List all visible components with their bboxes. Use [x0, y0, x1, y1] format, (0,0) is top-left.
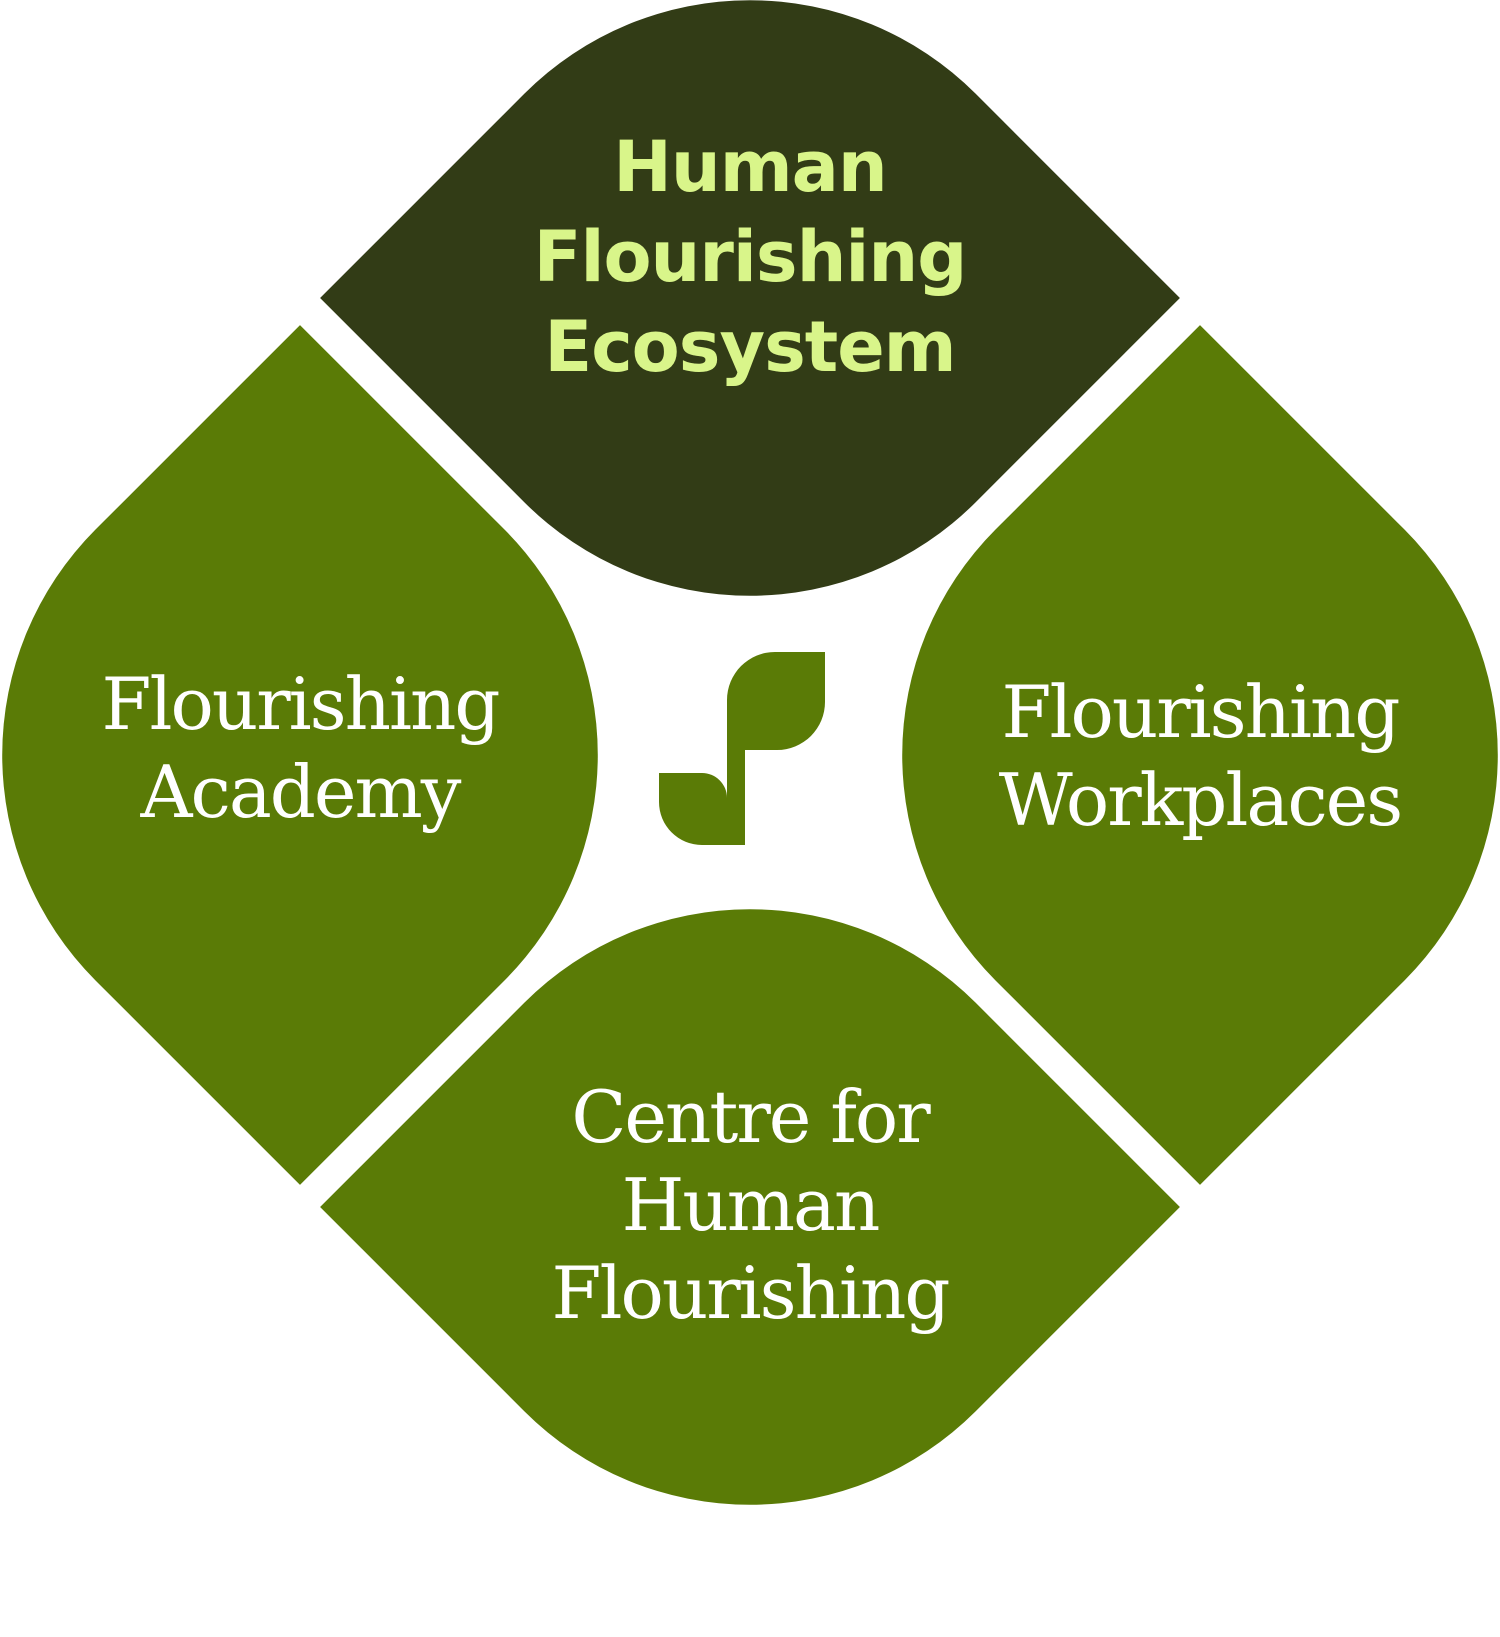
petal-right-label: Flourishing Workplaces: [998, 670, 1403, 842]
petal-top-label: Human Flourishing Ecosystem: [533, 126, 968, 388]
petal-bottom-label: Centre for Human Flourishing: [551, 1075, 951, 1335]
petal-left-label: Flourishing Academy: [101, 662, 501, 834]
sprout-icon: [659, 652, 825, 845]
